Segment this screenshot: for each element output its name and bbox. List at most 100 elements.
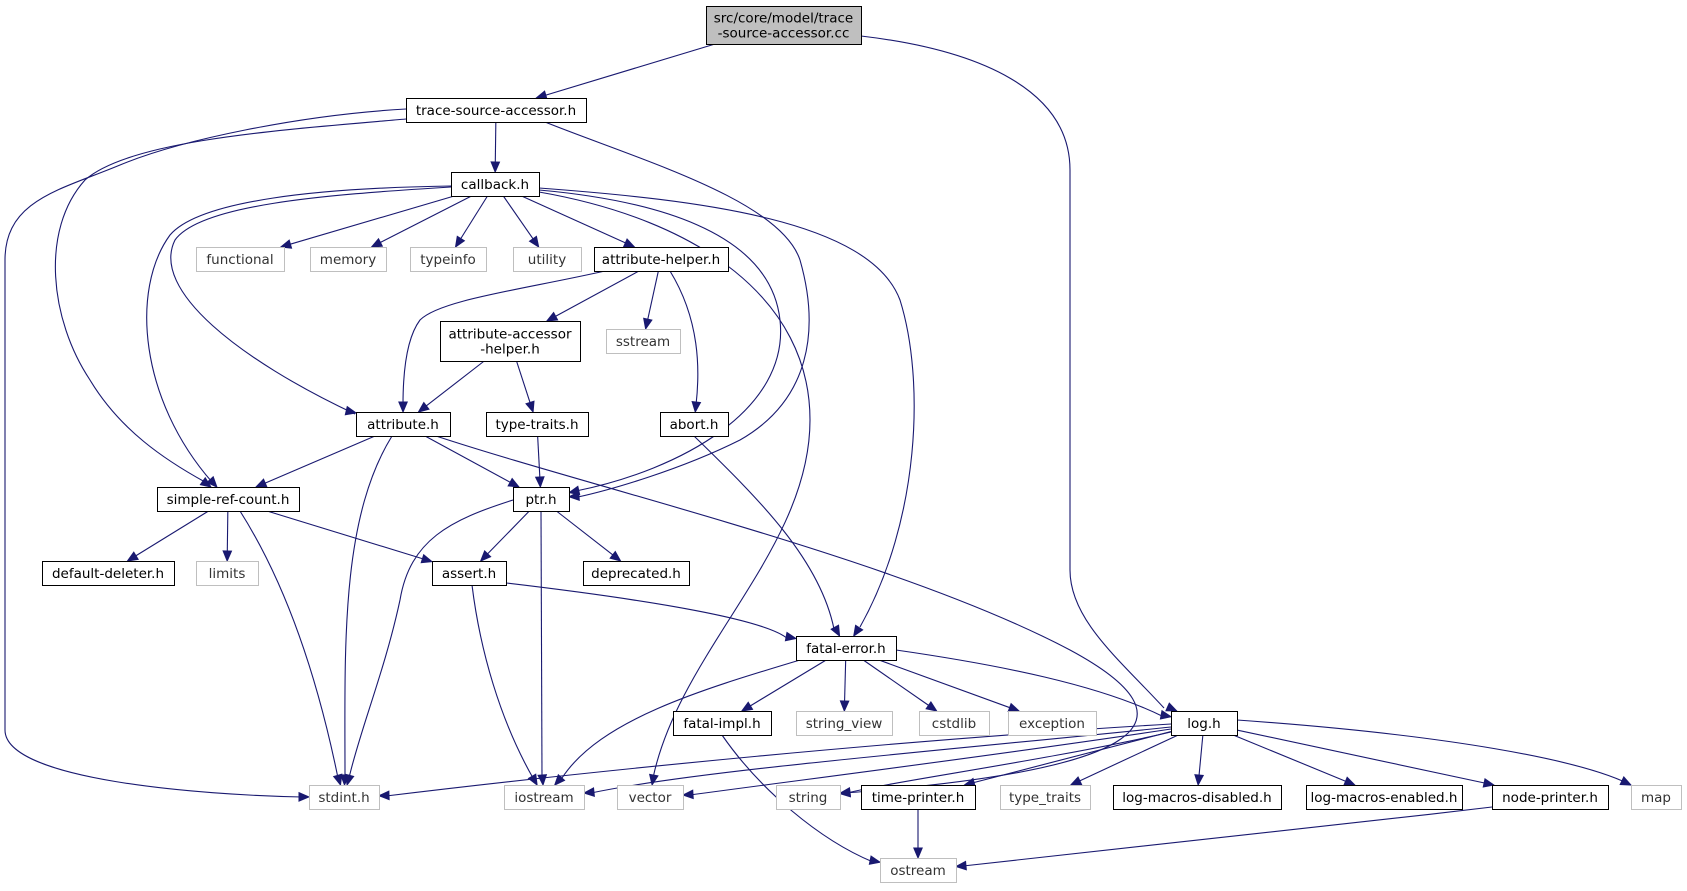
edge-fatalerr-to-string_view bbox=[844, 659, 847, 703]
node-root[interactable]: src/core/model/trace-source-accessor.cc bbox=[706, 6, 862, 45]
node-fatalerr[interactable]: fatal-error.h bbox=[796, 636, 897, 661]
node-log[interactable]: log.h bbox=[1171, 711, 1238, 736]
node-attracc[interactable]: attribute-accessor-helper.h bbox=[440, 321, 581, 362]
edge-ptr-to-stdint-arrowhead bbox=[344, 773, 355, 787]
edge-typetraits-to-ptr-arrowhead bbox=[534, 476, 545, 489]
edge-tsa-to-callback bbox=[494, 121, 497, 164]
node-attrhelper[interactable]: attribute-helper.h bbox=[594, 247, 729, 272]
node-attracc-label: attribute-accessor bbox=[448, 327, 572, 343]
edge-callback-to-utility-arrowhead bbox=[528, 235, 540, 249]
edge-callback-to-attrhelper-arrowhead bbox=[622, 238, 636, 248]
edge-callback-to-functional bbox=[289, 195, 455, 245]
node-timeprinter[interactable]: time-printer.h bbox=[861, 785, 976, 810]
edge-srcount-to-defdel-arrowhead bbox=[126, 551, 139, 562]
node-root-label: -source-accessor.cc bbox=[718, 26, 850, 42]
node-type_traits-box bbox=[1000, 785, 1091, 810]
node-utility-box bbox=[513, 247, 582, 272]
edge-srcount-to-assert-arrowhead bbox=[420, 553, 434, 564]
edge-attrhelper-to-attracc-arrowhead bbox=[545, 311, 559, 322]
edge-attracc-to-typetraits bbox=[515, 360, 531, 404]
node-abort[interactable]: abort.h bbox=[660, 412, 729, 437]
edge-srcount-to-limits bbox=[226, 510, 229, 553]
edge-log-to-nodeprinter bbox=[1236, 729, 1486, 784]
node-string-box bbox=[776, 785, 841, 810]
node-string_view: string_view bbox=[796, 711, 893, 736]
edge-log-to-vector-arrowhead bbox=[681, 789, 694, 800]
node-string_view-box bbox=[796, 711, 893, 736]
node-cstdlib: cstdlib bbox=[919, 711, 990, 736]
edge-ptr-to-iostream bbox=[540, 510, 543, 779]
node-attribute-label: attribute.h bbox=[367, 417, 439, 433]
edge-ptr-to-deprecated-arrowhead bbox=[609, 550, 622, 562]
edge-fatalerr-to-cstdlib bbox=[862, 659, 930, 707]
node-callback[interactable]: callback.h bbox=[451, 172, 540, 197]
node-tsa[interactable]: trace-source-accessor.h bbox=[406, 98, 587, 123]
node-map: map bbox=[1631, 785, 1682, 810]
node-defdel[interactable]: default-deleter.h bbox=[42, 561, 175, 586]
edge-srcount-to-limits-arrowhead bbox=[222, 550, 233, 563]
node-abort-box bbox=[660, 412, 729, 437]
edge-typetraits-to-ptr bbox=[537, 435, 541, 479]
edge-ptr-to-assert bbox=[486, 510, 530, 555]
node-ptr[interactable]: ptr.h bbox=[513, 487, 570, 512]
node-type_traits-label: type_traits bbox=[1009, 790, 1081, 806]
node-tsa-label: trace-source-accessor.h bbox=[416, 103, 576, 119]
edge-log-to-iostream-arrowhead bbox=[582, 787, 595, 797]
node-nodeprinter-box bbox=[1492, 785, 1609, 810]
edge-log-to-logdis-arrowhead bbox=[1194, 774, 1205, 787]
node-logdis[interactable]: log-macros-disabled.h bbox=[1113, 785, 1282, 810]
node-srcount[interactable]: simple-ref-count.h bbox=[157, 487, 300, 512]
node-fatalimpl-box bbox=[673, 711, 772, 736]
edge-ptr-to-iostream-arrowhead bbox=[537, 774, 548, 787]
node-stdint-label: stdint.h bbox=[318, 790, 369, 806]
node-logen[interactable]: log-macros-enabled.h bbox=[1306, 785, 1463, 810]
edge-log-to-logen bbox=[1232, 734, 1347, 783]
node-log-box bbox=[1171, 711, 1238, 736]
edge-fatalerr-to-log bbox=[895, 649, 1165, 718]
edge-attracc-to-attribute bbox=[425, 360, 485, 407]
edge-nodeprinter-to-ostream bbox=[962, 806, 1493, 867]
node-srcount-box bbox=[157, 487, 300, 512]
node-attracc-label: -helper.h bbox=[480, 342, 540, 358]
node-assert-box bbox=[432, 561, 507, 586]
edge-log-to-stdint-arrowhead bbox=[377, 790, 390, 801]
node-sstream: sstream bbox=[606, 329, 681, 354]
node-nodeprinter[interactable]: node-printer.h bbox=[1492, 785, 1609, 810]
node-iostream-box bbox=[504, 785, 585, 810]
node-cstdlib-box bbox=[919, 711, 990, 736]
edge-callback-to-vector-arrowhead bbox=[648, 773, 659, 787]
node-typetraits-box bbox=[486, 412, 589, 437]
node-attracc-box bbox=[440, 321, 581, 362]
node-typetraits[interactable]: type-traits.h bbox=[486, 412, 589, 437]
node-exception-label: exception bbox=[1019, 716, 1085, 732]
node-stdint-box bbox=[309, 785, 380, 810]
node-typetraits-label: type-traits.h bbox=[495, 417, 578, 433]
node-typeinfo-label: typeinfo bbox=[420, 252, 475, 268]
node-abort-label: abort.h bbox=[670, 417, 719, 433]
node-attribute[interactable]: attribute.h bbox=[356, 412, 451, 437]
node-assert[interactable]: assert.h bbox=[432, 561, 507, 586]
edge-ptr-to-assert-arrowhead bbox=[479, 550, 492, 562]
node-timeprinter-box bbox=[861, 785, 976, 810]
node-fatalimpl-label: fatal-impl.h bbox=[683, 716, 760, 732]
edge-log-to-map-arrowhead bbox=[1619, 776, 1633, 786]
node-fatalimpl[interactable]: fatal-impl.h bbox=[673, 711, 772, 736]
edge-srcount-to-assert bbox=[266, 510, 424, 560]
edge-log-to-type_traits-arrowhead bbox=[1069, 776, 1083, 786]
edge-fatalerr-to-string_view-arrowhead bbox=[839, 700, 850, 713]
node-defdel-box bbox=[42, 561, 175, 586]
node-functional-label: functional bbox=[206, 252, 273, 268]
edge-log-to-vector bbox=[689, 728, 1172, 796]
node-limits: limits bbox=[196, 561, 259, 586]
edge-tsa-to-callback-arrowhead bbox=[490, 161, 501, 174]
edge-callback-to-fatalerr-arrowhead bbox=[853, 624, 864, 638]
edge-fatalerr-to-iostream bbox=[561, 659, 801, 779]
dependency-edges bbox=[4, 35, 1630, 867]
node-callback-box bbox=[451, 172, 540, 197]
edge-attribute-to-ptr bbox=[424, 435, 512, 484]
edge-attrhelper-to-attribute-arrowhead bbox=[398, 401, 408, 414]
edge-log-to-iostream bbox=[590, 726, 1172, 794]
node-limits-label: limits bbox=[209, 566, 246, 582]
edge-fatalerr-to-exception bbox=[878, 659, 1011, 709]
node-deprecated[interactable]: deprecated.h bbox=[583, 561, 690, 586]
